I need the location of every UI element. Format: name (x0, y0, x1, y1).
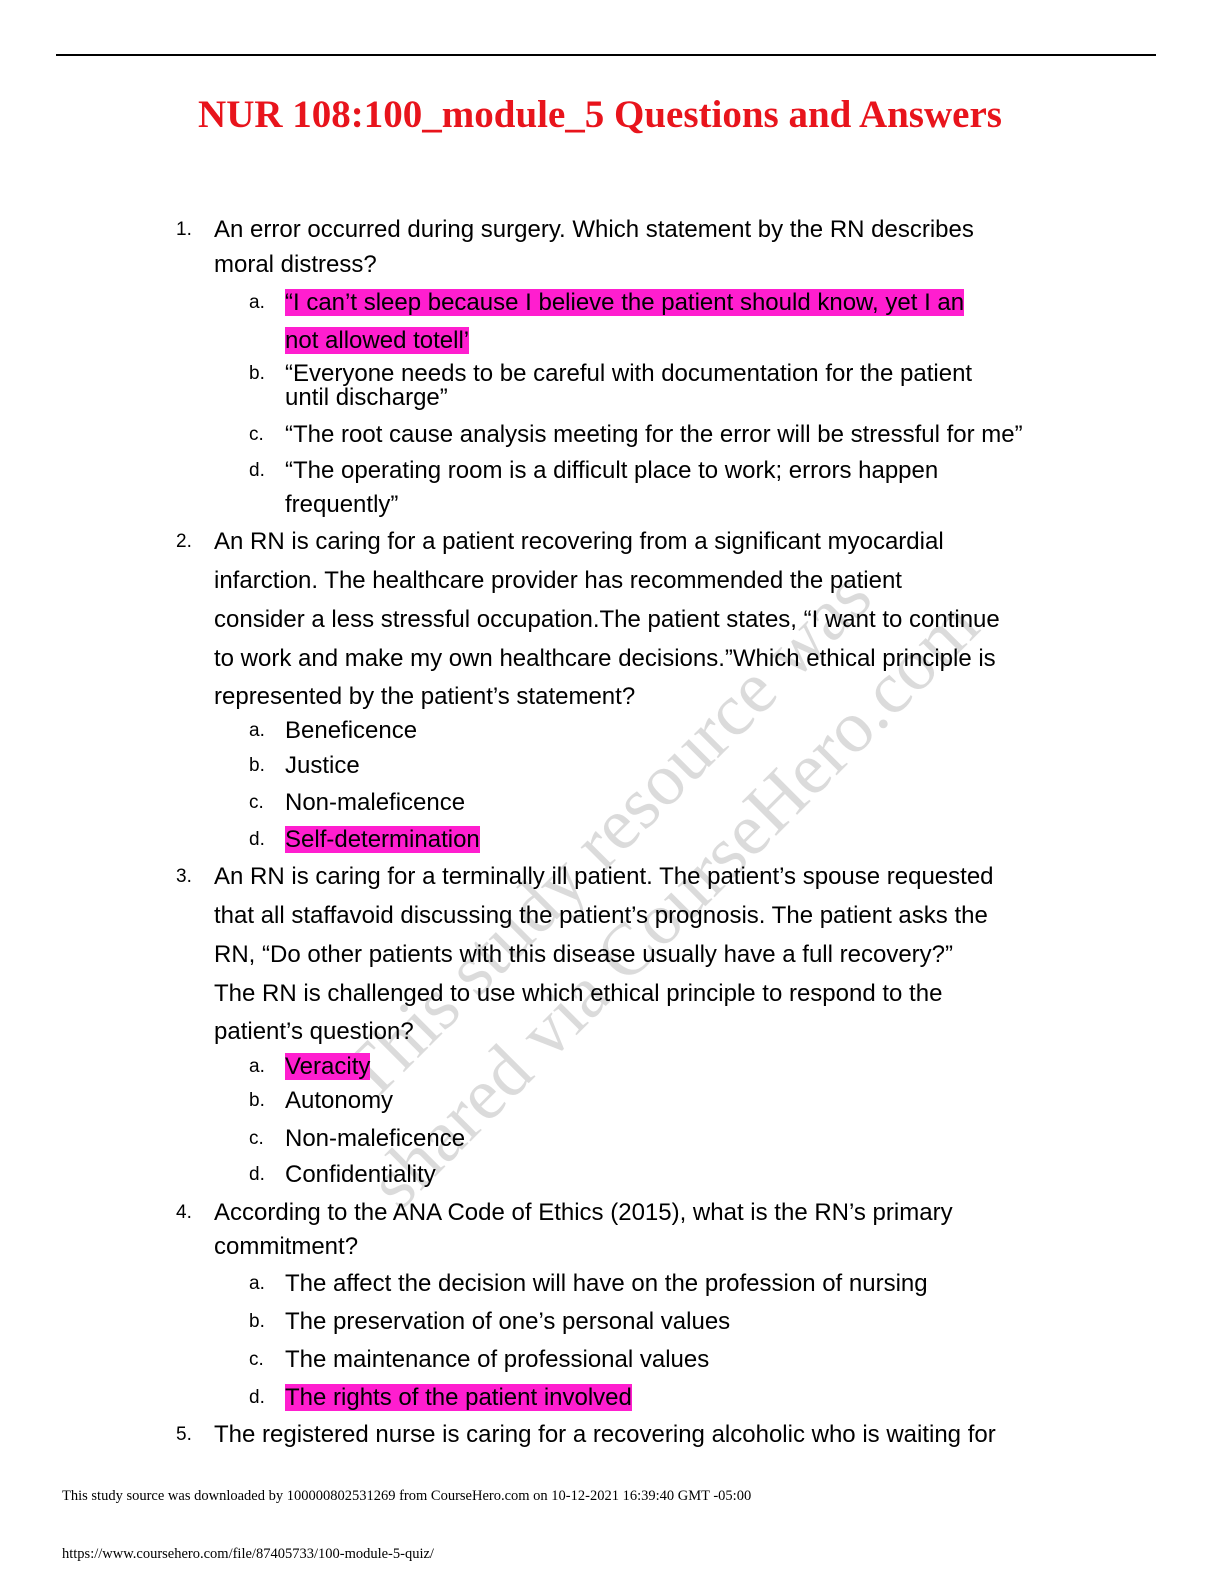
question-text: An RN is caring for a terminally ill pat… (214, 863, 994, 890)
option-label: a. (249, 1273, 265, 1294)
option-label: b. (249, 755, 265, 776)
option-text: “Everyone needs to be careful with docum… (285, 360, 973, 387)
question-text: RN, “Do other patients with this disease… (214, 941, 954, 968)
option-text: frequently” (285, 491, 399, 518)
question-text: to work and make my own healthcare decis… (214, 645, 996, 672)
question-text: An error occurred during surgery. Which … (214, 216, 974, 243)
option-text: Justice (285, 752, 360, 779)
option-text: “The root cause analysis meeting for the… (285, 421, 1023, 448)
question-text: patient’s question? (214, 1018, 414, 1045)
option-label: a. (249, 292, 265, 313)
option-text: Non-maleficence (285, 789, 466, 816)
option-label: b. (249, 1090, 265, 1111)
option-label: c. (249, 792, 264, 813)
option-label: c. (249, 1349, 264, 1370)
option-label: a. (249, 1056, 265, 1077)
answer-highlight: “I can’t sleep because I believe the pat… (285, 289, 965, 316)
question-text: commitment? (214, 1233, 359, 1260)
question-text: An RN is caring for a patient recovering… (214, 528, 944, 555)
page-title: NUR 108:100_module_5 Questions and Answe… (198, 93, 1002, 136)
option-label: c. (249, 424, 264, 445)
question-text: The registered nurse is caring for a rec… (214, 1421, 996, 1448)
source-url-link[interactable]: https://www.coursehero.com/file/87405733… (62, 1546, 434, 1562)
option-text: Autonomy (285, 1087, 394, 1114)
option-text: Confidentiality (285, 1161, 436, 1188)
option-label: b. (249, 1311, 265, 1332)
option-text: Non-maleficence (285, 1125, 466, 1152)
answer-highlight: The rights of the patient involved (285, 1384, 632, 1411)
option-label: d. (249, 1164, 265, 1185)
download-notice: This study source was downloaded by 1000… (62, 1488, 752, 1504)
option-text: The affect the decision will have on the… (285, 1270, 928, 1297)
answer-highlight: Veracity (285, 1053, 371, 1080)
option-text: The maintenance of professional values (285, 1346, 710, 1373)
option-label: c. (249, 1128, 264, 1149)
question-text: consider a less stressful occupation.The… (214, 606, 1000, 633)
question-number: 3. (176, 866, 192, 887)
option-label: a. (249, 720, 265, 741)
question-text: According to the ANA Code of Ethics (201… (214, 1199, 953, 1226)
question-number: 2. (176, 531, 192, 552)
question-text: moral distress? (214, 251, 377, 278)
answer-highlight: Self-determination (285, 826, 480, 853)
question-number: 4. (176, 1202, 192, 1223)
option-text: “The operating room is a difficult place… (285, 457, 939, 484)
option-label: d. (249, 1387, 265, 1408)
question-text: infarction. The healthcare provider has … (214, 567, 902, 594)
question-text: that all staffavoid discussing the patie… (214, 902, 988, 929)
question-text: represented by the patient’s statement? (214, 683, 636, 710)
question-text: The RN is challenged to use which ethica… (214, 980, 943, 1007)
option-label: d. (249, 460, 265, 481)
option-text: Beneficence (285, 717, 418, 744)
option-text: The preservation of one’s personal value… (285, 1308, 731, 1335)
question-number: 1. (176, 219, 192, 240)
option-label: d. (249, 829, 265, 850)
answer-highlight: not allowed totell’ (285, 327, 470, 354)
question-number: 5. (176, 1424, 192, 1445)
top-rule (56, 54, 1156, 56)
option-label: b. (249, 363, 265, 384)
option-text: until discharge” (285, 384, 448, 411)
